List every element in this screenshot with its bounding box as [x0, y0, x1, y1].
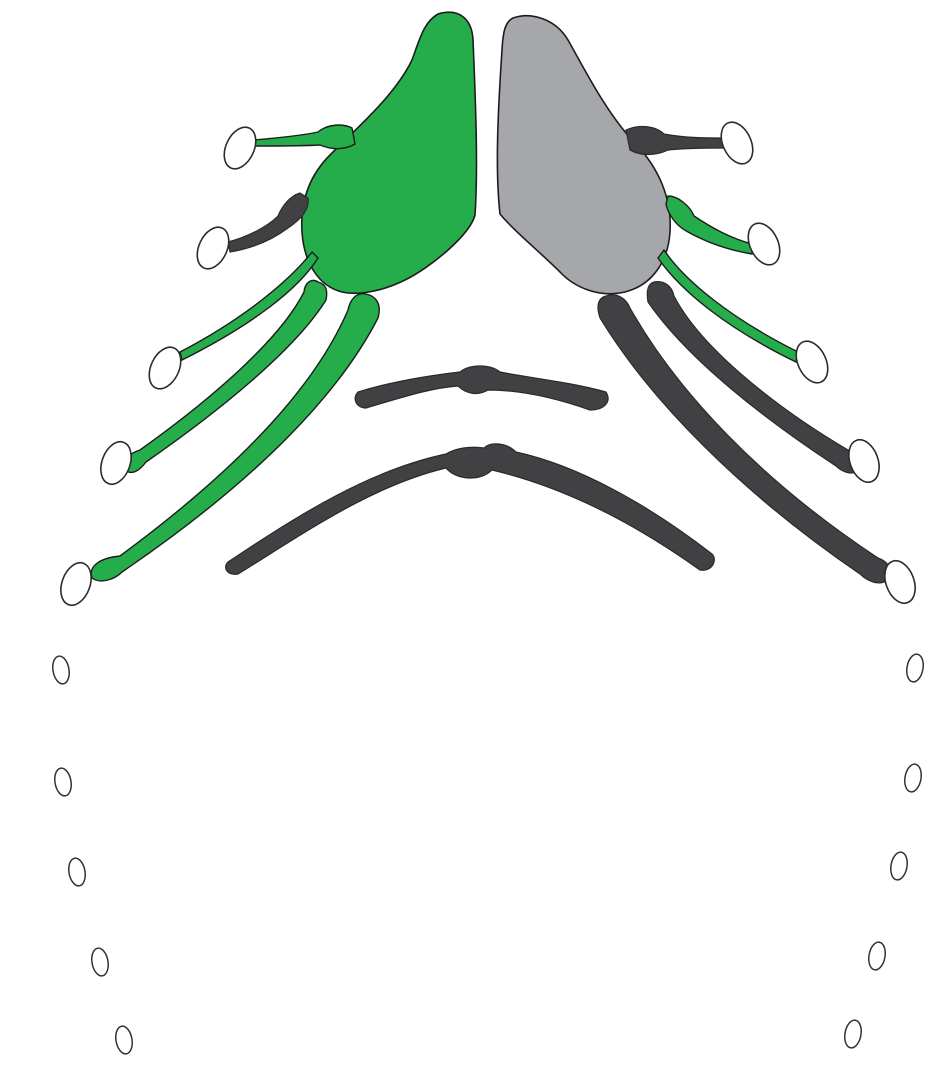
left-group [91, 12, 476, 581]
right-rod-2 [666, 196, 752, 254]
left-rod-1 [254, 125, 355, 149]
right-nodule-9 [867, 941, 888, 971]
right-nodule-7 [903, 763, 924, 793]
upper-arch [355, 366, 608, 410]
lower-arch [226, 444, 715, 574]
left-nodule-2 [191, 222, 235, 274]
right-nodule-6 [905, 653, 926, 683]
left-rod-2 [228, 193, 308, 252]
left-nodule-4 [95, 438, 136, 489]
right-nodule-8 [889, 851, 910, 881]
right-group [497, 16, 890, 583]
right-rod-4 [647, 282, 861, 473]
left-nodule-5 [55, 559, 96, 610]
right-rod-1 [626, 127, 726, 155]
right-nodule-3 [790, 336, 834, 388]
left-nodule-6 [51, 655, 72, 685]
left-nodule-7 [53, 767, 74, 797]
left-main-lobe [302, 12, 477, 293]
left-rod-5 [91, 294, 379, 581]
left-nodule-8 [67, 857, 88, 887]
right-nodule-4 [843, 436, 884, 487]
left-nodule-9 [90, 947, 111, 977]
right-nodules [715, 117, 925, 1049]
right-nodule-1 [715, 117, 759, 169]
left-nodules [51, 122, 262, 1055]
right-nodule-2 [742, 218, 786, 270]
left-nodule-1 [218, 122, 262, 174]
left-nodule-10 [114, 1025, 135, 1055]
right-rod-5 [598, 295, 891, 583]
right-nodule-10 [843, 1019, 864, 1049]
left-nodule-3 [143, 342, 187, 394]
